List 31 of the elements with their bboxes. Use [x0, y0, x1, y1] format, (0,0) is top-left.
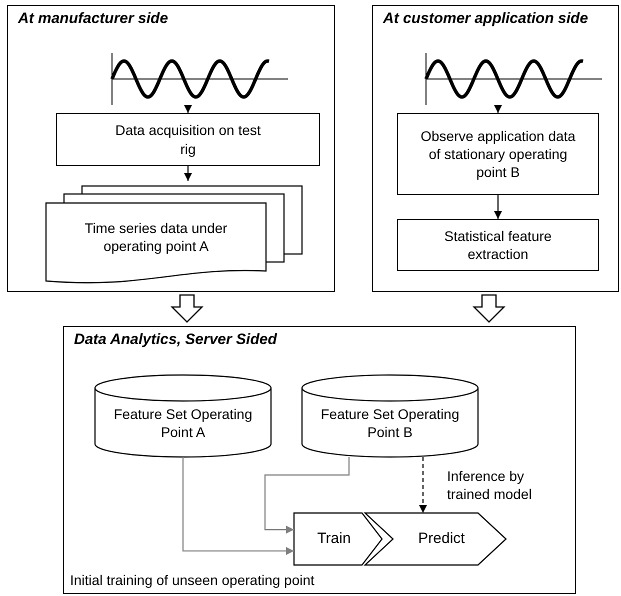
block-arrow — [170, 294, 204, 323]
arrow — [264, 457, 350, 534]
panel — [7, 5, 335, 292]
process-chevron — [294, 513, 382, 565]
node-text: Data Analytics, Server Sided — [74, 331, 277, 348]
arrow — [494, 105, 502, 113]
node-text: Predict — [417, 529, 466, 548]
arrow — [494, 195, 502, 219]
arrow — [182, 457, 294, 555]
node-text: Train — [316, 529, 352, 548]
process-box — [397, 219, 599, 271]
database-cylinder — [301, 375, 479, 457]
node-text: Data acquisition on test rig — [114, 121, 262, 158]
node-text: At manufacturer side — [18, 10, 168, 27]
panel — [63, 326, 576, 594]
arrow — [184, 105, 192, 113]
block-arrow — [472, 294, 506, 323]
node-text: At customer application side — [383, 10, 588, 27]
node-text: Feature Set Operating Point A — [112, 405, 254, 442]
dashed-arrow — [419, 457, 427, 513]
node-text: Initial training of unseen operating point — [70, 570, 314, 589]
process-box — [397, 113, 599, 195]
node-text: Statistical feature extraction — [443, 226, 553, 264]
database-cylinder — [94, 375, 272, 457]
process-chevron — [365, 513, 506, 565]
node-text: Time series data under operating point A — [84, 219, 228, 256]
node-text: Observe application data of stationary operating point B — [420, 126, 576, 182]
panel — [372, 5, 619, 292]
process-box — [56, 113, 320, 166]
arrow — [184, 166, 192, 181]
node-text: Feature Set Operating Point B — [320, 405, 460, 442]
